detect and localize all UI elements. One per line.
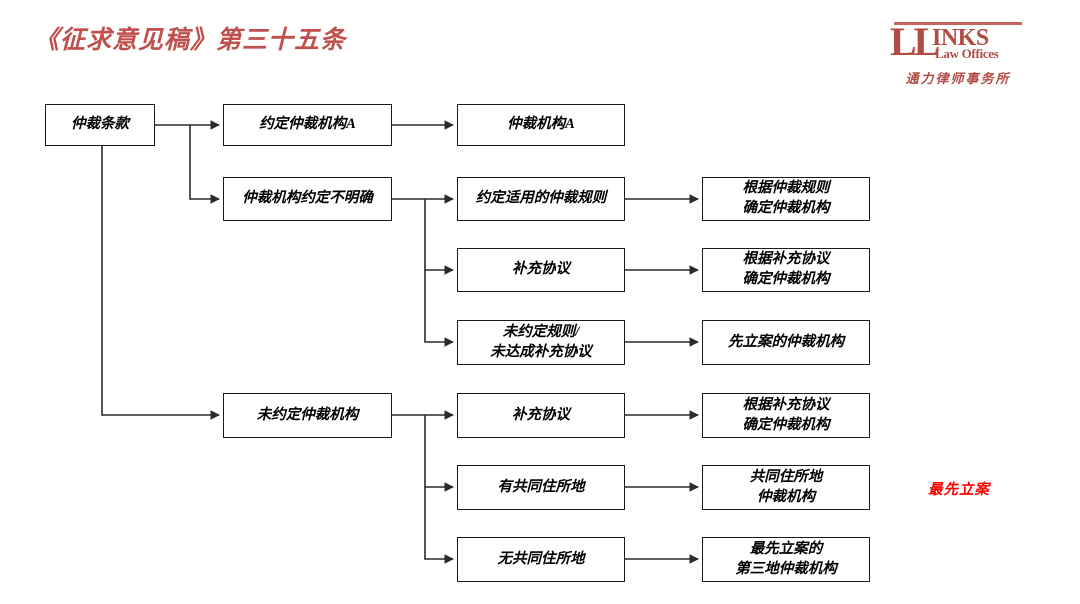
flow-node-third-place-institution[interactable]: 最先立案的 第三地仲裁机构 [702, 537, 870, 582]
flow-node-institution-a[interactable]: 仲裁机构A [457, 104, 625, 146]
edge-n4-n9 [424, 270, 454, 347]
flow-node-has-common-residence[interactable]: 有共同住所地 [457, 465, 625, 510]
edge-n1-n4 [189, 125, 220, 204]
logo-chinese-name: 通力律师事务所 [905, 71, 1011, 86]
flow-node-agreed-institution-a[interactable]: 约定仲裁机构A [223, 104, 392, 146]
llinks-law-offices-logo: LL INKS Law Offices 通力律师事务所 [888, 22, 1028, 87]
logo-ll-text: LL [890, 19, 940, 64]
edge-n11-n16 [424, 487, 454, 564]
flow-node-common-residence-institution[interactable]: 共同住所地 仲裁机构 [702, 465, 870, 510]
flow-node-determine-by-supplement-2[interactable]: 根据补充协议 确定仲裁机构 [702, 393, 870, 438]
annotation-first-filing: 最先立案 [928, 482, 990, 498]
edge-n1-n11 [101, 146, 220, 420]
logo-wordmark: LL INKS Law Offices [888, 22, 1028, 62]
flow-node-no-common-residence[interactable]: 无共同住所地 [457, 537, 625, 582]
edge-n11-n14 [424, 415, 454, 492]
flow-node-supplementary-agreement-1[interactable]: 补充协议 [457, 248, 625, 292]
logo-inks-text: INKS [932, 25, 989, 51]
flow-node-no-rules-no-supplement[interactable]: 未约定规则/ 未达成补充协议 [457, 320, 625, 365]
flow-node-supplementary-agreement-2[interactable]: 补充协议 [457, 393, 625, 438]
flow-node-no-institution-agreed[interactable]: 未约定仲裁机构 [223, 393, 392, 438]
page-title: 《征求意见稿》第三十五条 [34, 27, 347, 54]
flow-node-determine-by-rules[interactable]: 根据仲裁规则 确定仲裁机构 [702, 177, 870, 221]
logo-rule [894, 22, 1022, 25]
flow-node-determine-by-supplement-1[interactable]: 根据补充协议 确定仲裁机构 [702, 248, 870, 292]
flow-node-first-filed-institution[interactable]: 先立案的仲裁机构 [702, 320, 870, 365]
flow-node-institution-unclear[interactable]: 仲裁机构约定不明确 [223, 177, 392, 221]
flow-node-arbitration-clause[interactable]: 仲裁条款 [45, 104, 155, 146]
edge-n4-n7 [424, 199, 454, 275]
logo-tagline: Law Offices [935, 46, 999, 61]
flow-node-agreed-rules[interactable]: 约定适用的仲裁规则 [457, 177, 625, 221]
